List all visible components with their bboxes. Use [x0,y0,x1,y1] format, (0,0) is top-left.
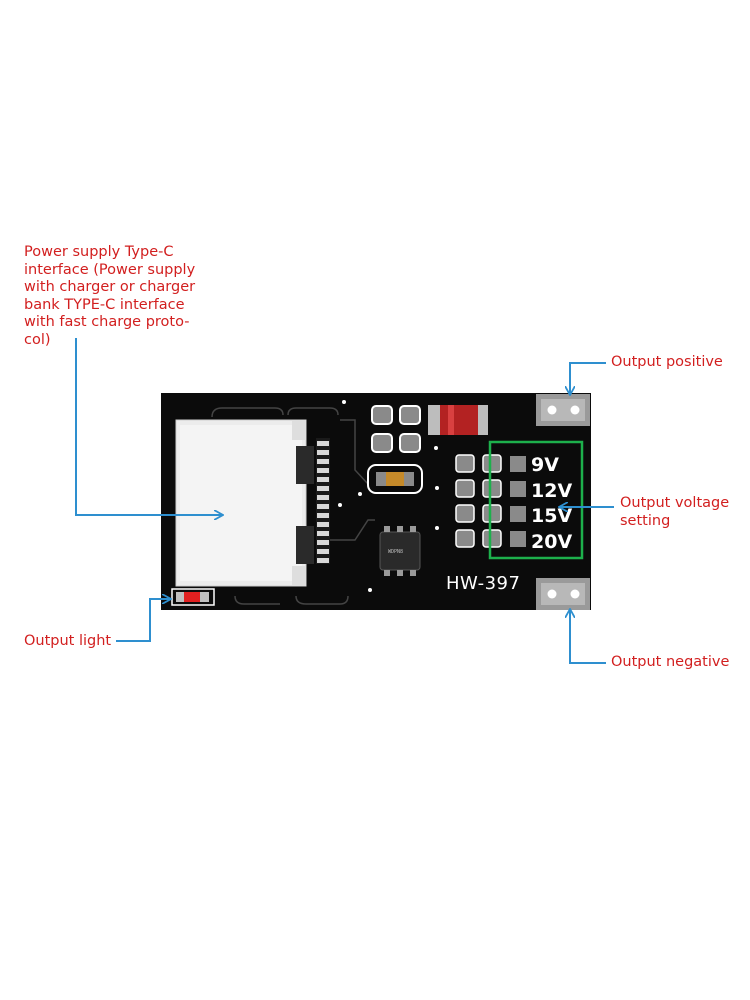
output-light-label: Output light [24,633,112,649]
leader-lines [75,338,614,664]
vias [338,400,439,592]
inductor-component [367,464,423,494]
pcb-traces [211,407,375,605]
voltage-label-20v: 20V [531,531,572,553]
usb-c-connector [175,419,314,587]
voltage-label-9v: 9V [531,454,559,476]
board-model-label: HW-397 [446,573,520,594]
voltage-select-pads [510,456,526,547]
ic-chip: WDPN8 [379,526,421,576]
capacitor-pads [371,405,421,453]
chip-marking: WDPN8 [388,549,403,555]
voltage-label-15v: 15V [531,505,572,527]
output-positive-pad [536,394,590,426]
voltage-selection-box [488,440,584,560]
positive-leader [570,362,606,394]
typec-interface-label: Power supply Type-C interface (Power sup… [24,244,196,348]
voltage-label-12v: 12V [531,480,572,502]
voltage-jumper-pads [455,454,502,548]
typec-leader [75,338,222,515]
output-voltage-setting-label: Output voltage setting [620,495,730,529]
output-led [171,588,215,606]
negative-leader [570,610,606,664]
output-positive-label: Output positive [611,354,723,370]
diode [428,405,488,435]
usb-c-pins [316,438,330,564]
output-negative-label: Output negative [611,654,730,670]
output-negative-pad [536,578,590,610]
light-leader [116,599,170,642]
